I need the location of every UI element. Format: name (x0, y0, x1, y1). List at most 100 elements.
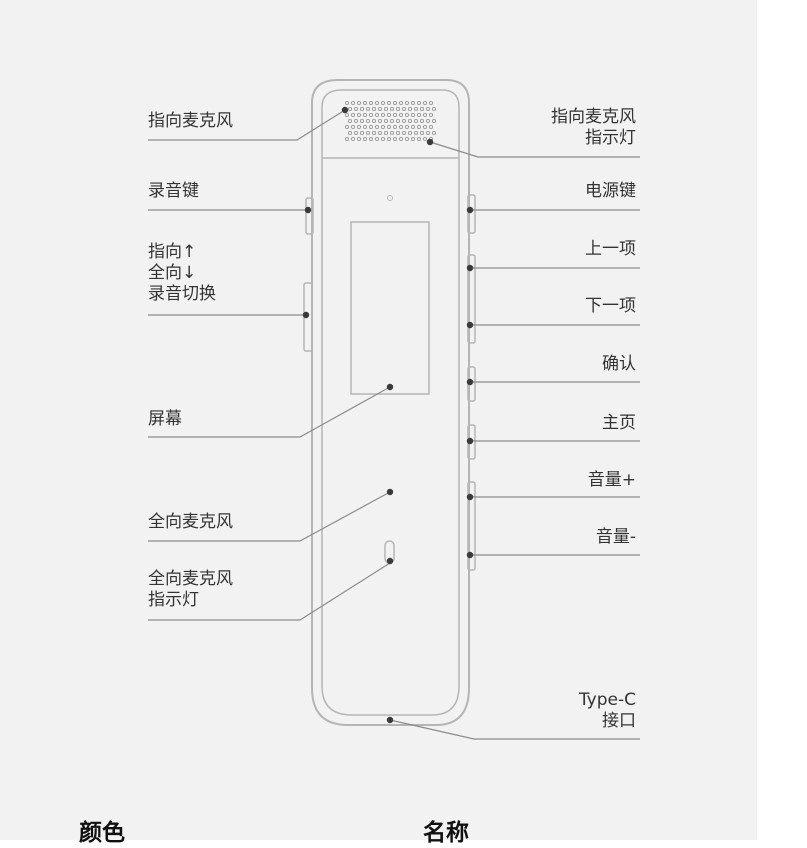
label-prev-item: 上一项 (585, 239, 636, 259)
grille-hole (377, 118, 383, 124)
grille-hole (362, 136, 368, 142)
dot-omni-mic (386, 488, 394, 496)
grille-hole (392, 112, 398, 118)
label-mode-switch: 指向↑ 全向↓ 录音切换 (148, 242, 216, 304)
grille-hole (344, 136, 350, 142)
grille-hole (374, 136, 380, 142)
grille-hole (353, 130, 359, 136)
grille-hole (398, 100, 404, 106)
grille-hole (413, 118, 419, 124)
grille-hole (404, 136, 410, 142)
grille-hole (383, 118, 389, 124)
grille-hole (389, 130, 395, 136)
screen-outline (350, 221, 430, 395)
grille-hole (356, 100, 362, 106)
grille-hole (404, 124, 410, 130)
grille-hole (344, 124, 350, 130)
grille-hole (380, 100, 386, 106)
grille-hole (359, 118, 365, 124)
grille-hole (344, 100, 350, 106)
grille-hole (410, 124, 416, 130)
grille-hole (377, 130, 383, 136)
grille-hole (407, 130, 413, 136)
grille-hole (422, 124, 428, 130)
record-key-shape (305, 197, 314, 235)
table-header-color: 颜色 (79, 820, 125, 846)
recorder-outline (311, 79, 470, 726)
grille-hole (368, 100, 374, 106)
label-power-key: 电源键 (585, 181, 636, 201)
grille-hole (401, 106, 407, 112)
grille-hole (386, 124, 392, 130)
grille-hole (350, 124, 356, 130)
grille-hole (431, 130, 437, 136)
grille-hole (380, 124, 386, 130)
label-volume-down: 音量- (595, 527, 636, 547)
grille-hole (416, 112, 422, 118)
dot-volume-down (466, 551, 474, 559)
dot-type-c-port (386, 716, 394, 724)
dot-home (466, 437, 474, 445)
label-omni-mic: 全向麦克风 (148, 512, 233, 532)
grille-hole (404, 112, 410, 118)
grille-hole (380, 136, 386, 142)
leader-screen (148, 386, 391, 438)
grille-hole (362, 100, 368, 106)
grille-hole (350, 136, 356, 142)
grille-hole (386, 112, 392, 118)
dot-directional-mic (341, 106, 349, 114)
grille-hole (428, 100, 434, 106)
grille-hole (347, 118, 353, 124)
grille-hole (374, 124, 380, 130)
grille-hole (395, 130, 401, 136)
grille-hole (389, 106, 395, 112)
grille-hole (431, 106, 437, 112)
label-omni-mic-indicator: 全向麦克风 指示灯 (148, 569, 233, 610)
grille-hole (428, 124, 434, 130)
grille-hole (416, 100, 422, 106)
grille-hole (404, 100, 410, 106)
label-directional-mic-indicator: 指向麦克风 指示灯 (551, 107, 636, 148)
grille-hole (407, 106, 413, 112)
grille-hole (368, 112, 374, 118)
grille-hole (368, 136, 374, 142)
label-next-item: 下一项 (585, 296, 636, 316)
grille-hole (392, 100, 398, 106)
grille-hole (371, 106, 377, 112)
grille-hole (398, 136, 404, 142)
grille-hole (422, 136, 428, 142)
volume-key-shape (467, 481, 476, 571)
callout-dots (302, 106, 474, 724)
grille-hole (407, 118, 413, 124)
grille-hole (431, 118, 437, 124)
leader-omni-mic-indicator (148, 562, 391, 621)
grille-hole (362, 112, 368, 118)
grille-hole (428, 112, 434, 118)
grille-hole (350, 100, 356, 106)
grille-hole (353, 106, 359, 112)
grille-hole (383, 130, 389, 136)
grille-hole (422, 112, 428, 118)
grille-hole (365, 130, 371, 136)
dot-mode-switch (302, 311, 310, 319)
dot-next-item (466, 321, 474, 329)
label-record-key: 录音键 (148, 181, 199, 201)
grille-hole (401, 130, 407, 136)
grille-hole (413, 130, 419, 136)
label-home: 主页 (602, 413, 636, 433)
grille-hole (356, 124, 362, 130)
recorder-body (303, 79, 476, 726)
grille-hole (395, 118, 401, 124)
leader-lines (148, 109, 640, 740)
voice-recorder-diagram (148, 79, 640, 740)
label-confirm: 确认 (602, 354, 636, 374)
label-screen: 屏幕 (148, 409, 182, 429)
grille-hole (392, 124, 398, 130)
grille-hole (350, 112, 356, 118)
label-volume-up: 音量+ (587, 470, 636, 490)
dot-screen (386, 383, 394, 391)
grille-hole (362, 124, 368, 130)
leader-directional-mic-indicator (429, 141, 640, 158)
dot-record-key (304, 206, 312, 214)
grille-hole (371, 130, 377, 136)
